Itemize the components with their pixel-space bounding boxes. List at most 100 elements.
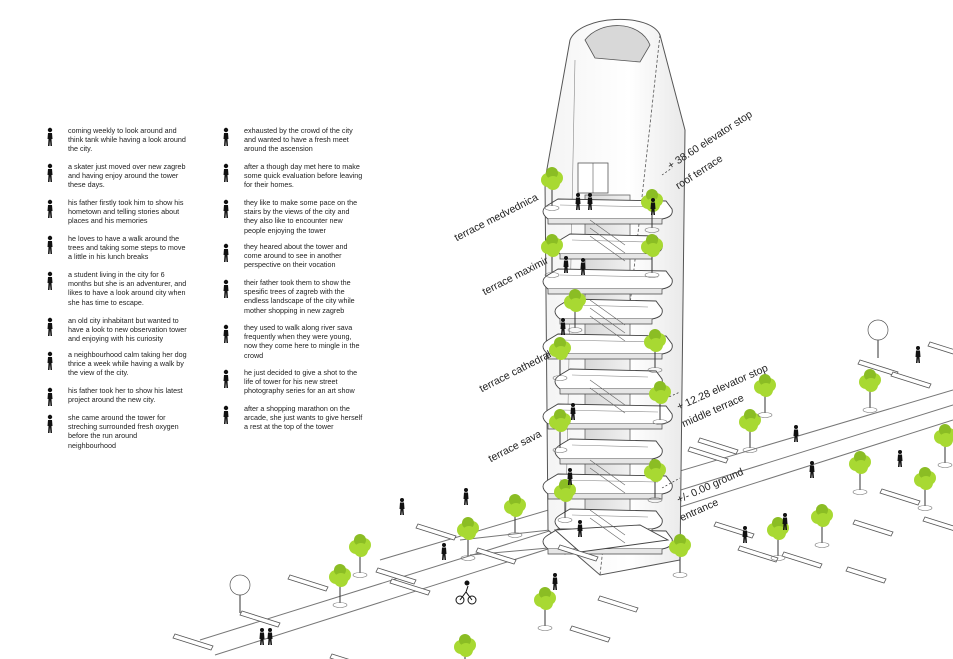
tree-crown [854,451,866,463]
tree-icon [767,517,789,561]
woman-icon [47,414,53,433]
terrace-edge [559,254,653,260]
bench [569,625,611,643]
story-item: he loves to have a walk around the trees… [44,234,185,262]
trees [229,167,953,659]
person-icon [463,488,469,505]
tree-base [644,272,660,278]
story-item: after a though day met here to make some… [220,162,362,190]
tree-icon [641,234,663,278]
tree-base [507,532,523,538]
tree-crown [559,488,573,502]
tree-base [644,227,660,233]
bench [329,653,350,659]
railing [559,204,659,208]
story-text: his father took her to show his latest p… [68,386,183,405]
tree-crown [674,534,686,546]
entrance-bridge [553,524,670,553]
story-item: their father took them to show the spesi… [220,278,355,315]
story-item: he just decided to give a shot to the li… [220,368,357,396]
railing [559,274,659,278]
person-body [259,632,265,645]
story-text: a neighbourhood calm taking her dog thri… [68,350,187,378]
tree-icon [504,494,526,538]
tree-icon [454,634,476,659]
skater-icon [47,163,53,182]
tree-crown [334,573,348,587]
story-item: an old city inhabitant but wanted to hav… [44,316,187,344]
tree-icon [541,167,563,211]
terrace-floor [542,333,673,360]
person-head [651,198,655,202]
story-list: coming weekly to look around and think t… [0,0,420,480]
tree-crown [867,319,889,341]
old-man-icon [47,317,53,336]
bench [597,595,639,613]
tree-base [852,489,868,495]
tree-base [460,555,476,561]
railing [559,479,659,483]
terrace-slab [542,403,673,425]
tree-icon [649,381,671,425]
person-head [576,193,580,197]
story-text: coming weekly to look around and think t… [68,126,186,154]
person-icon [567,468,573,485]
bench [415,523,457,541]
tree-base [652,419,668,425]
tree-icon [534,587,556,631]
story-item: his father firstly took him to show his … [44,198,183,226]
tree-crown [649,329,661,341]
bench [737,545,779,563]
tree-icon [457,517,479,561]
terrace-slab [554,438,663,460]
person-body [650,202,656,215]
student-icon [47,271,53,290]
railing [571,514,649,518]
bench [389,578,431,596]
tree-crown [334,564,346,576]
tree-base [544,205,560,211]
bench [781,551,823,569]
person-icon [809,461,815,478]
person-icon [441,543,447,560]
tree-icon [849,451,871,495]
story-text: he loves to have a walk around the trees… [68,234,186,262]
person-body [897,454,903,467]
bench [845,566,887,584]
tree-crown [539,596,553,610]
story-item: they like to make some pace on the stair… [220,198,357,235]
couple-icon [223,127,229,146]
story-text: exhausted by the crowd of the city and w… [244,126,353,154]
story-item: after a shopping marathon on the arcade,… [220,404,362,432]
person-head [464,488,468,492]
person-head [564,256,568,260]
story-item: a neighbourhood calm taking her dog thri… [44,350,187,378]
tree-base [647,497,663,503]
story-item: a student living in the city for 6 month… [44,270,186,307]
tree-crown [759,374,771,386]
walking-man-icon [47,235,53,254]
person-body [809,465,815,478]
tree-icon [669,534,691,578]
tree-crown [509,503,523,517]
tourists-icon [223,243,229,262]
escalators [589,219,626,544]
person-head [400,498,404,502]
person-body [782,517,788,530]
tree-crown [646,234,658,246]
tree-base [567,327,583,333]
tree-crown [546,243,560,257]
tree-crown [649,468,663,482]
bench [713,521,755,539]
tree-crown [654,390,668,404]
tree-crown [654,381,666,393]
bench [879,488,921,506]
bench [375,567,417,585]
terrace-floor [542,403,673,430]
tree-base [742,447,758,453]
person-body [441,547,447,560]
bench [687,446,729,464]
tree-crown [744,418,758,432]
tree-icon [811,504,833,548]
